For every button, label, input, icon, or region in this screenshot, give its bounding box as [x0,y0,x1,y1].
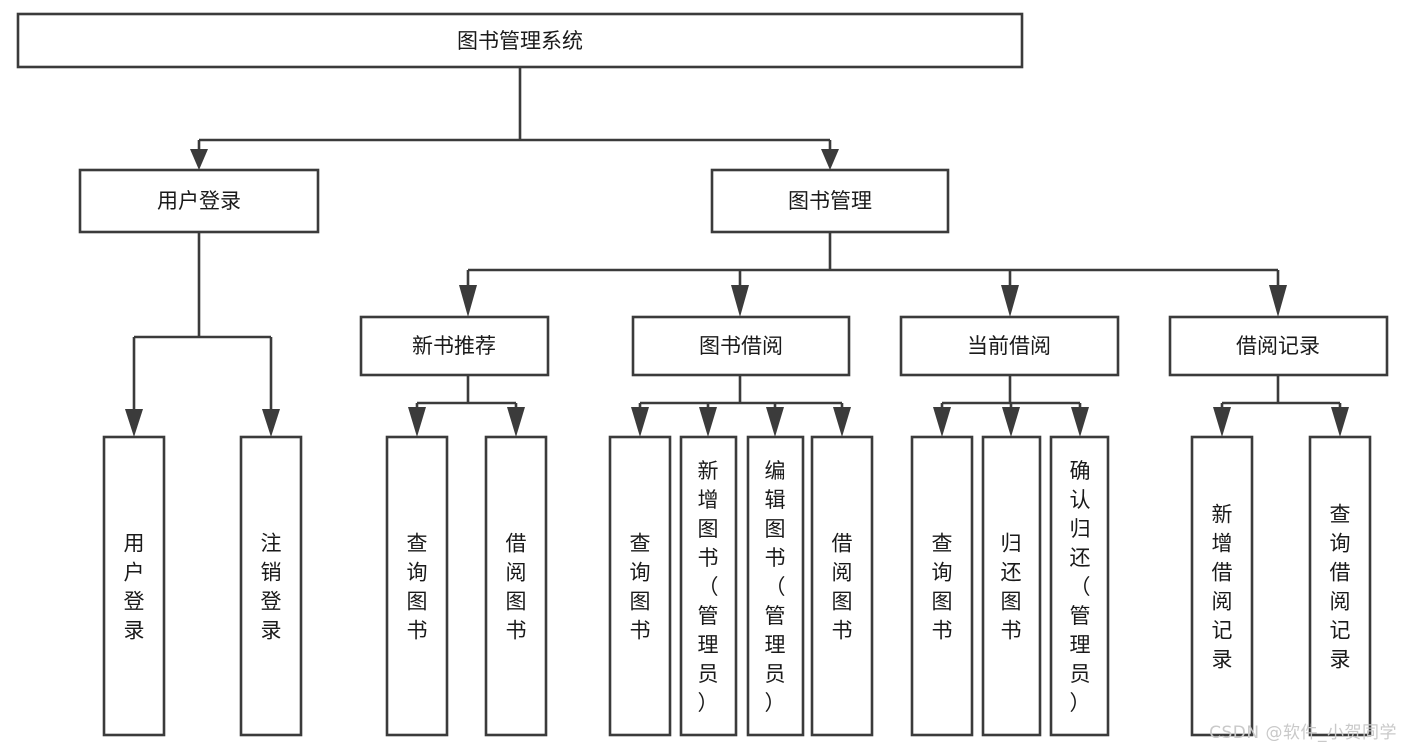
node-book-borrow-label: 图书借阅 [699,334,783,358]
leaf-add-record-label: 新增借阅记录 [1212,503,1233,672]
arrowhead-user-login [190,149,208,170]
arrowhead-leaf-add-record [1213,407,1231,437]
leaf-add-book[interactable]: 新增图书（管理员） [679,435,738,737]
arrowhead-borrow-record [1269,285,1287,317]
leaf-edit-book-label: 编辑图书（管理员） [765,459,786,715]
leaf-user-login-label: 用户登录 [124,532,145,643]
leaf-query-record-label: 查询借阅记录 [1330,503,1351,672]
arrowhead-leaf-query-book-2 [631,407,649,437]
arrowhead-leaf-query-book-3 [933,407,951,437]
leaf-borrow-book-2[interactable]: 借阅图书 [810,435,874,737]
arrowhead-leaf-query-record [1331,407,1349,437]
leaf-borrow-book-1-label: 借阅图书 [506,532,527,643]
node-book-manage[interactable]: 图书管理 [710,168,950,234]
leaf-query-book-2[interactable]: 查询图书 [608,435,672,737]
leaf-confirm-return[interactable]: 确认归还（管理员） [1049,435,1110,737]
leaf-query-book-3[interactable]: 查询图书 [910,435,974,737]
connector-layer [125,67,1349,437]
leaf-logout[interactable]: 注销登录 [239,435,303,737]
arrowhead-leaf-add-book [699,407,717,437]
arrowhead-leaf-edit-book [766,407,784,437]
leaf-return-book-label: 归还图书 [1001,532,1022,643]
leaf-query-book-2-label: 查询图书 [630,532,651,643]
arrowhead-book-manage [821,149,839,170]
leaf-query-book-1-label: 查询图书 [407,532,428,643]
leaf-user-login[interactable]: 用户登录 [102,435,166,737]
node-borrow-record-label: 借阅记录 [1236,334,1320,358]
arrowhead-leaf-user-login [125,409,143,437]
node-book-manage-label: 图书管理 [788,189,872,213]
arrowhead-leaf-confirm-return [1071,407,1089,437]
node-layer: 图书管理系统 用户登录 图书管理 新书推荐 图书借阅 当前 [16,12,1389,737]
leaf-query-book-3-label: 查询图书 [932,532,953,643]
node-current-borrow-label: 当前借阅 [967,334,1051,358]
node-user-login-label: 用户登录 [157,189,241,213]
leaf-return-book[interactable]: 归还图书 [981,435,1042,737]
node-borrow-record[interactable]: 借阅记录 [1168,315,1389,377]
node-new-book-rec[interactable]: 新书推荐 [359,315,550,377]
arrowhead-book-borrow [731,285,749,317]
arrowhead-leaf-logout [262,409,280,437]
leaf-add-record[interactable]: 新增借阅记录 [1190,435,1254,737]
leaf-borrow-book-2-label: 借阅图书 [832,532,853,643]
node-user-login[interactable]: 用户登录 [78,168,320,234]
node-root-label: 图书管理系统 [457,29,583,53]
leaf-logout-label: 注销登录 [261,532,282,643]
node-root[interactable]: 图书管理系统 [16,12,1024,69]
arrowhead-leaf-query-book-1 [408,407,426,437]
node-new-book-rec-label: 新书推荐 [412,334,496,358]
arrowhead-current-borrow [1001,285,1019,317]
leaf-edit-book[interactable]: 编辑图书（管理员） [746,435,805,737]
leaf-confirm-return-label: 确认归还（管理员） [1070,459,1091,715]
node-current-borrow[interactable]: 当前借阅 [899,315,1120,377]
leaf-query-book-1[interactable]: 查询图书 [385,435,449,737]
arrowhead-leaf-borrow-book-1 [507,407,525,437]
node-book-borrow[interactable]: 图书借阅 [631,315,851,377]
leaf-add-book-label: 新增图书（管理员） [698,459,719,715]
arrowhead-leaf-return-book [1002,407,1020,437]
leaf-query-record[interactable]: 查询借阅记录 [1308,435,1372,737]
arrowhead-leaf-borrow-book-2 [833,407,851,437]
arrowhead-new-book-rec [459,285,477,317]
leaf-borrow-book-1[interactable]: 借阅图书 [484,435,548,737]
